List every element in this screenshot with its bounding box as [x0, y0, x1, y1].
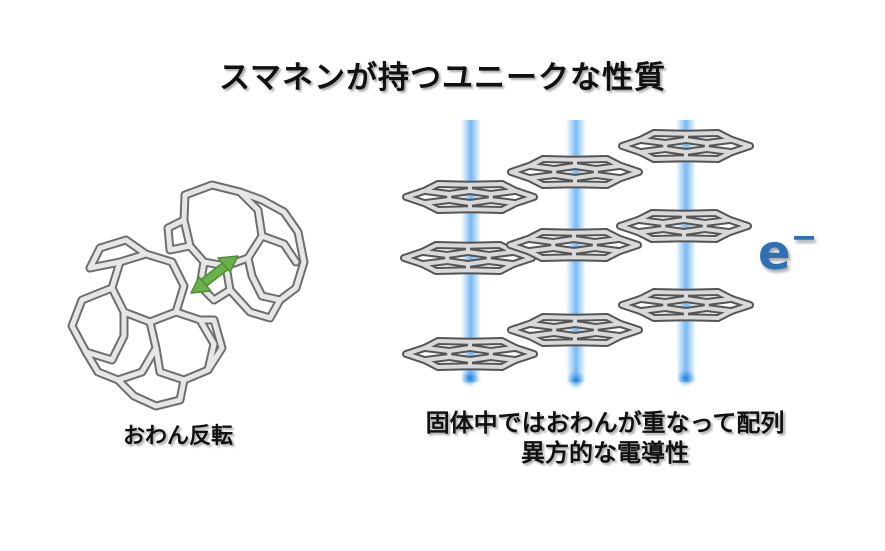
conduction-dot-2 [567, 371, 585, 389]
stacked-bowl-molecule [507, 155, 643, 189]
stacked-bowl-molecule [506, 228, 642, 262]
conduction-dot-1 [461, 369, 479, 387]
solid-state-caption-line2: 異方的な電導性 [521, 439, 689, 467]
stacked-sumanene-crystal [400, 129, 754, 371]
stacked-bowl-molecule [616, 209, 752, 243]
stacked-bowl-molecule [400, 241, 536, 275]
electron-symbol: e [758, 225, 791, 281]
conduction-dot-3 [677, 369, 695, 387]
diagram-title: スマネンが持つユニークな性質 [218, 60, 667, 96]
sumanene-bowl-molecule [67, 180, 309, 411]
bowl-inversion-caption: おわん反転 [122, 424, 233, 449]
solid-state-caption: 固体中ではおわんが重なって配列 異方的な電導性 [370, 408, 840, 468]
electron-label: e− [758, 218, 817, 281]
electron-charge: − [790, 218, 818, 256]
inversion-arrow-icon [190, 255, 239, 294]
stacked-bowl-molecule [507, 313, 643, 347]
stacked-bowl-molecule [618, 288, 754, 322]
stacked-bowl-molecule [402, 337, 538, 371]
stacked-bowl-molecule [402, 180, 538, 214]
solid-state-caption-line1: 固体中ではおわんが重なって配列 [425, 409, 785, 437]
stacked-bowl-molecule [618, 129, 754, 163]
